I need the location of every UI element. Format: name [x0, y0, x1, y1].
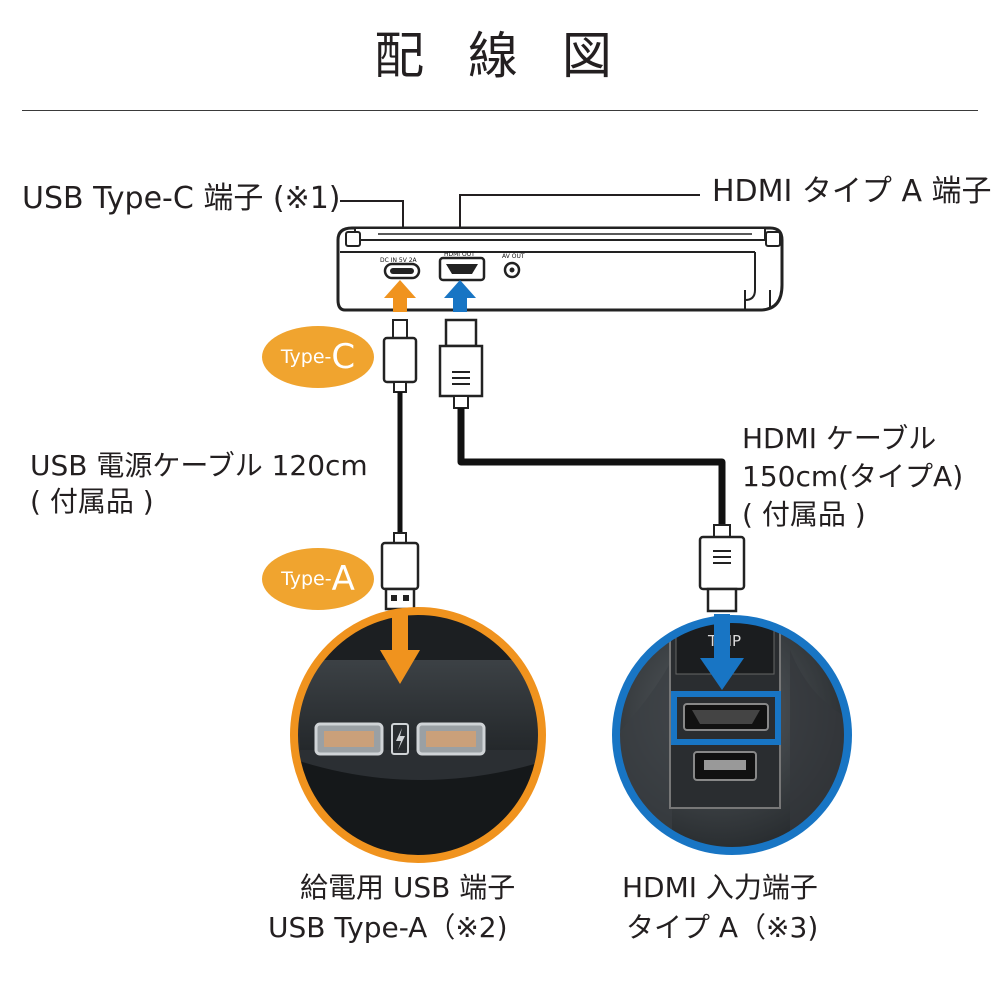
- hdmi-cable-note: ( 付属品 ): [742, 498, 866, 531]
- dc-in-label: DC IN 5V 2A: [380, 257, 418, 264]
- car-hdmi-type-label: タイプ A（※3): [626, 911, 819, 944]
- car-hdmi-label: HDMI 入力端子: [622, 871, 818, 904]
- type-a-badge: Type-A: [262, 548, 374, 610]
- car-usb-photo: [290, 607, 546, 863]
- hdmi-highlight: [671, 691, 781, 745]
- usb-cable-label: USB 電源ケーブル 120cm: [30, 449, 368, 482]
- title-divider: [22, 110, 978, 111]
- type-c-badge-prefix: Type-: [280, 346, 332, 368]
- hdmi-down-arrow: [700, 614, 744, 690]
- page-title: 配 線 図: [374, 27, 626, 85]
- usb-c-port-label: USB Type-C 端子 (※1): [22, 181, 341, 216]
- type-c-badge-letter: C: [331, 337, 356, 377]
- hdmi-cable-label: HDMI ケーブル: [742, 422, 937, 455]
- usb-cable-note: ( 付属品 ): [30, 485, 154, 518]
- hdmi-cable-spec: 150cm(タイプA): [742, 460, 964, 493]
- type-a-badge-letter: A: [331, 559, 355, 599]
- hdmi-arrow: [444, 280, 476, 312]
- type-a-badge-prefix: Type-: [281, 568, 332, 590]
- player-device: DC IN 5V 2A HDMI OUT AV OUT: [336, 226, 784, 312]
- type-c-badge: Type-C: [262, 326, 374, 388]
- car-hdmi-photo: TRIP: [612, 615, 852, 855]
- av-out-label: AV OUT: [502, 253, 525, 260]
- hdmi-out-label: HDMI OUT: [444, 251, 475, 258]
- car-usb-label: 給電用 USB 端子: [300, 871, 516, 904]
- car-usb-type-label: USB Type-A（※2): [268, 911, 508, 944]
- hdmi-port-label: HDMI タイプ A 端子: [712, 174, 992, 209]
- usb-cable: [380, 319, 420, 611]
- usb-a-down-arrow: [380, 612, 420, 684]
- usb-c-arrow: [384, 280, 416, 312]
- hdmi-cable: [438, 318, 746, 613]
- charge-icon: [391, 723, 409, 755]
